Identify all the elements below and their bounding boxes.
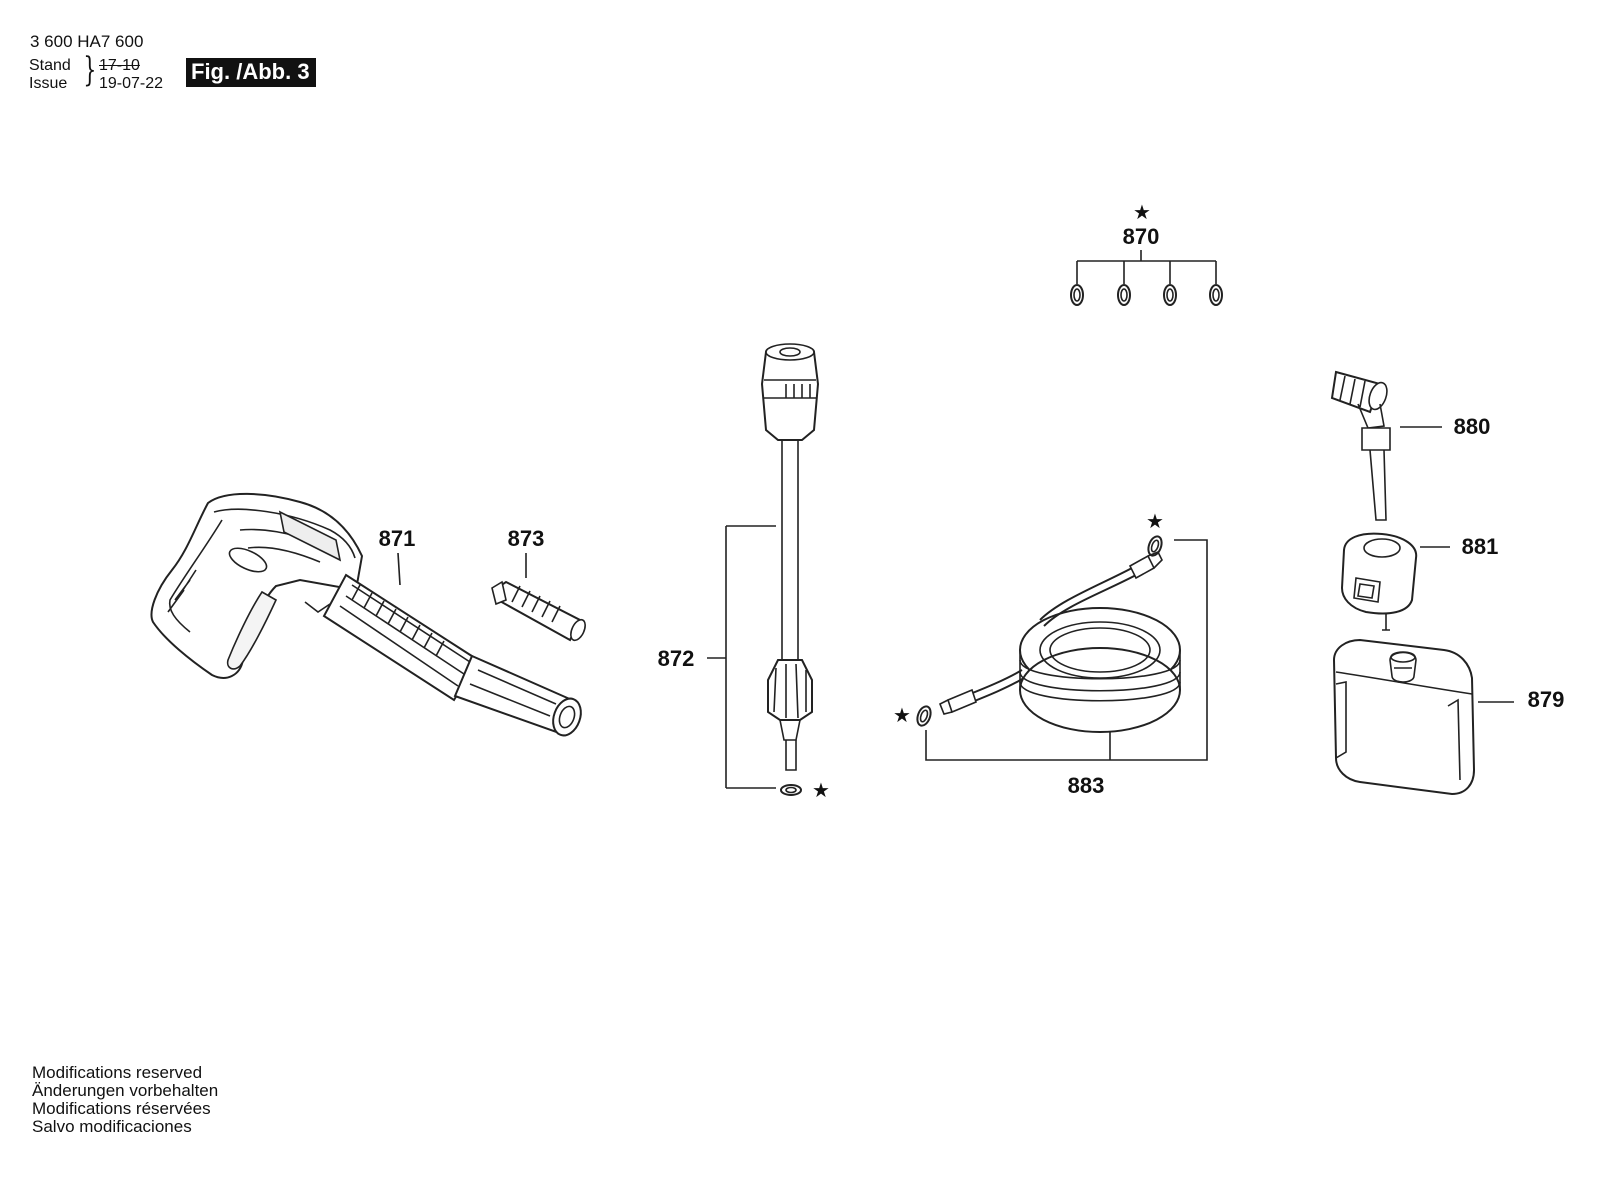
part-883-hose: 883 ★ ★ — [893, 509, 1208, 798]
stand-issue-dates: 17-10 19-07-22 — [99, 57, 189, 93]
label-881: 881 — [1462, 534, 1499, 559]
footer-line-en: Modifications reserved — [32, 1063, 203, 1082]
issue-label: Issue — [29, 75, 68, 92]
stand-issue-labels: Stand Issue — [29, 57, 89, 93]
footer-line-fr: Modifications réservées — [32, 1099, 211, 1118]
figure-label: Fig. /Abb. 3 — [186, 58, 316, 87]
label-870: 870 — [1123, 224, 1160, 249]
star-marker: ★ — [893, 703, 911, 727]
part-881-cap: 881 — [1340, 532, 1499, 631]
star-marker: ★ — [1133, 200, 1151, 224]
footer-line-de: Änderungen vorbehalten — [32, 1081, 219, 1100]
label-883: 883 — [1068, 773, 1105, 798]
footer-notice: Modifications reserved Änderungen vorbeh… — [32, 1064, 218, 1136]
star-marker: ★ — [812, 778, 830, 802]
new-date: 19-07-22 — [99, 75, 164, 92]
part-871-spray-gun: 871 — [150, 492, 582, 737]
label-871: 871 — [379, 526, 416, 551]
stand-label: Stand — [29, 57, 71, 74]
part-code: 3 600 HA7 600 — [30, 32, 144, 51]
label-873: 873 — [508, 526, 545, 551]
label-879: 879 — [1528, 687, 1565, 712]
part-872-lance: 872 ★ — [658, 343, 830, 802]
footer-line-es: Salvo modificaciones — [32, 1117, 192, 1136]
label-880: 880 — [1454, 414, 1491, 439]
part-879-tank: 879 — [1332, 638, 1565, 796]
label-872: 872 — [658, 646, 695, 671]
part-870-oring-set: ★ 870 — [1070, 200, 1223, 306]
part-873-nozzle: 873 — [491, 526, 586, 642]
part-880-suction-tube: 880 — [1330, 370, 1491, 521]
star-marker: ★ — [1146, 509, 1164, 533]
old-date: 17-10 — [99, 57, 140, 74]
brace-glyph: } — [83, 50, 97, 90]
